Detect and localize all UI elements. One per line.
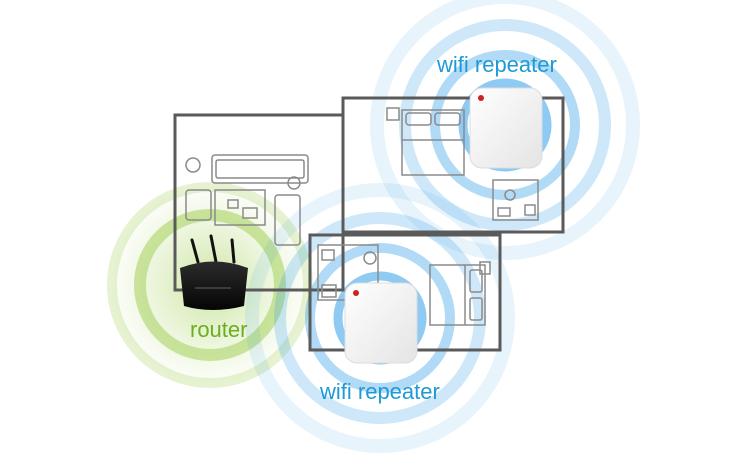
top-repeater-label: wifi repeater bbox=[437, 52, 557, 77]
brand-logo-icon bbox=[478, 95, 484, 101]
bed bbox=[429, 264, 486, 326]
bottom-repeater-device bbox=[344, 282, 418, 364]
chair-icon bbox=[363, 251, 377, 265]
coffee-table bbox=[214, 189, 266, 226]
brand-logo-icon bbox=[353, 290, 359, 296]
bed bbox=[401, 109, 465, 176]
nightstand-icon bbox=[479, 261, 491, 275]
chair-icon bbox=[504, 189, 516, 201]
router-antenna-left bbox=[190, 238, 200, 264]
armchair-right bbox=[274, 194, 301, 246]
router-antenna-right bbox=[230, 238, 236, 264]
sofa bbox=[211, 154, 309, 184]
bedroom-top-walls bbox=[341, 96, 565, 234]
bottom-repeater-signal-waves bbox=[245, 183, 515, 453]
top-repeater-signal-waves bbox=[370, 0, 640, 260]
living-room-furniture bbox=[185, 154, 309, 246]
nightstand-icon bbox=[386, 107, 400, 121]
plant-icon bbox=[185, 157, 201, 173]
router-device bbox=[180, 234, 248, 310]
monitor-icon bbox=[321, 249, 335, 261]
lamp-icon bbox=[287, 176, 301, 190]
top-repeater-device bbox=[469, 87, 543, 169]
router-label: router bbox=[190, 317, 248, 342]
floor-plan-walls bbox=[173, 96, 565, 352]
router-antenna-middle bbox=[209, 234, 218, 264]
desk bbox=[492, 179, 539, 221]
bottom-repeater-label: wifi repeater bbox=[320, 379, 440, 404]
router-body bbox=[180, 261, 248, 310]
armchair-left bbox=[185, 189, 212, 221]
top-bedroom-furniture bbox=[386, 107, 539, 221]
